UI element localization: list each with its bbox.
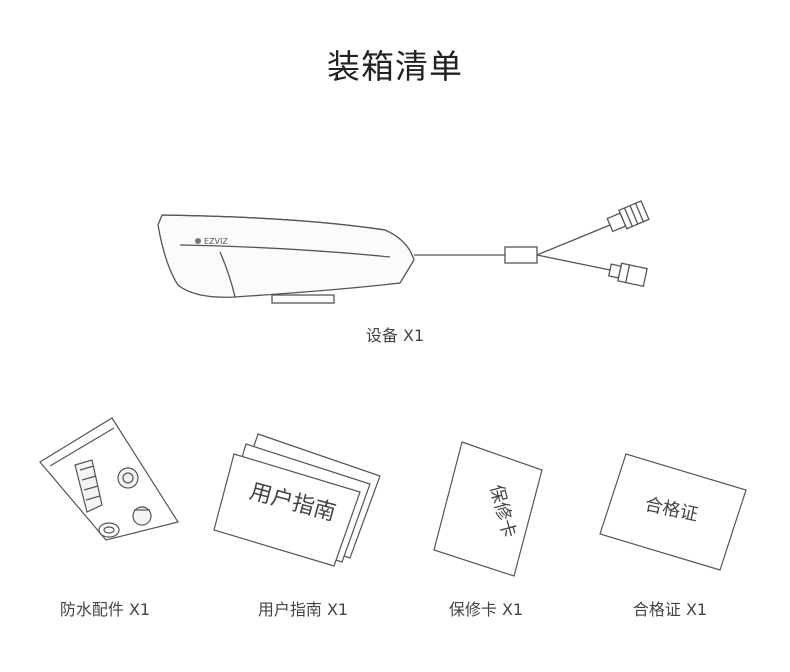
warranty-card-caption: 保修卡 X1 — [448, 600, 524, 619]
brand-text: EZVIZ — [204, 237, 228, 246]
waterproof-kit-caption: 防水配件 X1 — [59, 600, 151, 619]
certificate-caption: 合格证 X1 — [632, 600, 708, 619]
user-guide-caption: 用户指南 X1 — [257, 600, 349, 619]
user-guide-illustration: 用户指南 — [213, 433, 381, 567]
waterproof-kit-illustration — [39, 417, 179, 541]
page-title: 装箱清单 — [327, 47, 463, 86]
camera-device-illustration: EZVIZ — [157, 200, 650, 304]
certificate-illustration: 合格证 — [599, 453, 747, 571]
ezviz-logo: EZVIZ — [195, 237, 228, 246]
device-label: 设备 X1 — [365, 326, 425, 345]
warranty-card-illustration: 保修卡 — [433, 441, 543, 577]
